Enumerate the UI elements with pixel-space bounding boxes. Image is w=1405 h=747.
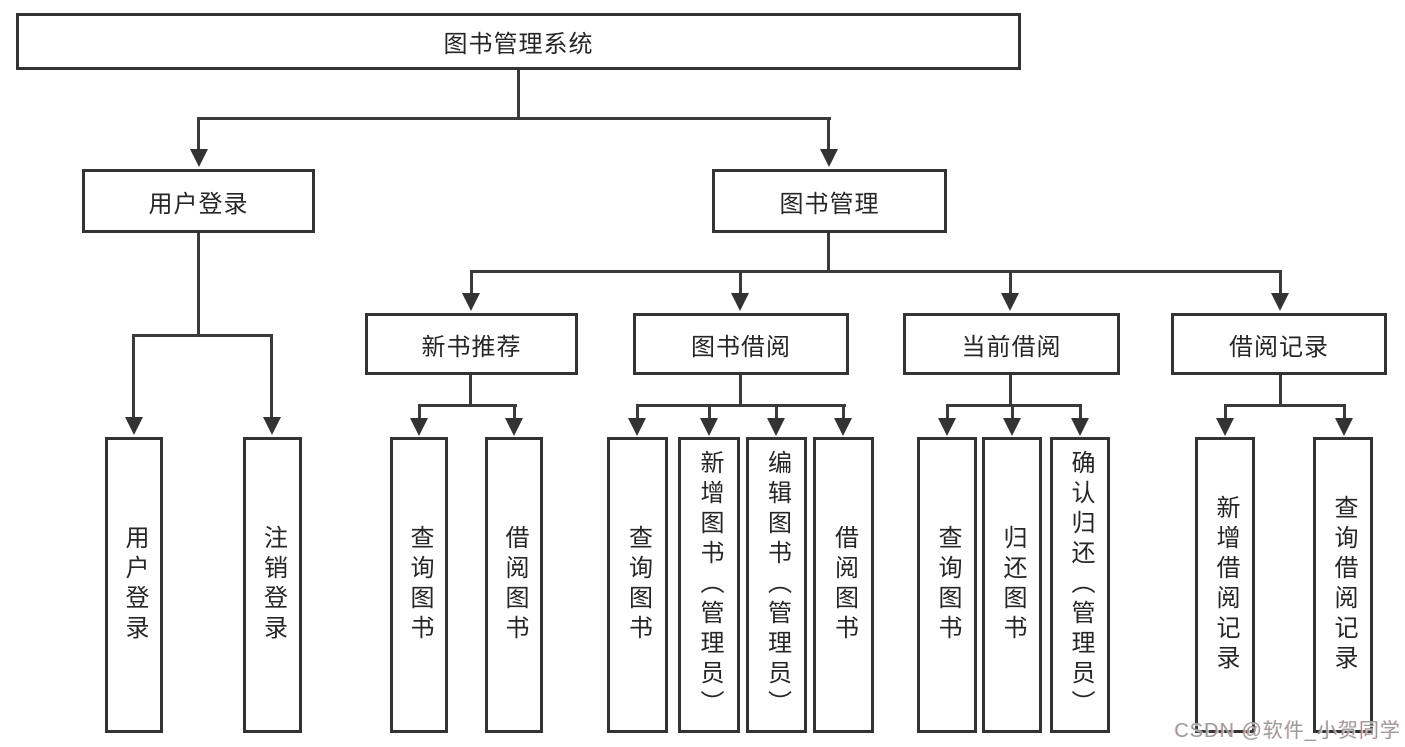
leaf-bb-borrow-books: 借阅图书 <box>813 437 874 733</box>
node-current-borrow: 当前借阅 <box>903 313 1120 375</box>
leaf-cb-confirm-return-admin: 确认归还（管理员） <box>1050 437 1110 733</box>
node-book-borrow-label: 图书借阅 <box>691 333 791 361</box>
connector-book-borrow-riser <box>739 375 742 406</box>
leaf-bb-add-books-admin: 新增图书（管理员） <box>678 437 740 733</box>
node-new-book-recommend-label: 新书推荐 <box>421 333 522 361</box>
connector-arrow-shaft-logout-leaf <box>270 334 273 419</box>
leaf-bb-edit-books-admin: 编辑图书（管理员） <box>746 437 807 733</box>
connector-arrow-shaft-nb-borrow <box>513 404 516 420</box>
leaf-nb-query-books-label: 查询图书 <box>406 525 433 645</box>
connector-root-riser <box>517 70 520 120</box>
leaf-bb-query-books: 查询图书 <box>607 437 668 733</box>
arrowhead-cb-return <box>1003 418 1021 436</box>
leaf-bb-add-books-admin-label: 新增图书（管理员） <box>696 450 723 720</box>
connector-borrow-records-branch <box>1224 404 1345 407</box>
arrowhead-borrow-records <box>1271 293 1289 311</box>
connector-arrow-shaft-new-book <box>470 270 473 295</box>
arrowhead-login-leaf <box>125 417 143 435</box>
leaf-bb-edit-books-admin-label: 编辑图书（管理员） <box>763 450 791 720</box>
leaf-bb-query-books-label: 查询图书 <box>624 525 652 645</box>
connector-user-login-branch <box>132 334 273 337</box>
node-book-management-label: 图书管理 <box>779 190 880 218</box>
csdn-watermark: CSDN @软件_小贺同学 <box>1174 720 1401 742</box>
leaf-nb-query-books: 查询图书 <box>390 437 448 733</box>
arrowhead-book-management <box>820 149 838 167</box>
leaf-logout: 注销登录 <box>243 437 302 733</box>
connector-arrow-shaft-borrow-records <box>1279 270 1282 295</box>
connector-arrow-shaft-br-add <box>1224 404 1227 420</box>
connector-level2-branch <box>197 117 831 120</box>
leaf-cb-confirm-return-admin-label: 确认归还（管理员） <box>1067 450 1094 720</box>
node-borrow-records-label: 借阅记录 <box>1229 333 1329 361</box>
connector-book-borrow-branch <box>636 404 846 407</box>
arrowhead-logout-leaf <box>263 417 281 435</box>
arrowhead-new-book <box>462 293 480 311</box>
connector-arrow-shaft-bb-add <box>708 404 711 420</box>
connector-user-login-riser <box>197 233 200 337</box>
connector-arrow-shaft-user-login <box>197 117 200 150</box>
arrowhead-bb-add <box>700 418 718 436</box>
leaf-br-query-record: 查询借阅记录 <box>1313 437 1373 733</box>
arrowhead-book-borrow <box>731 293 749 311</box>
leaf-nb-borrow-books-label: 借阅图书 <box>501 525 528 645</box>
connector-arrow-shaft-nb-query <box>418 404 421 420</box>
arrowhead-cb-query <box>938 418 956 436</box>
connector-new-book-branch <box>418 404 517 407</box>
connector-arrow-shaft-book-borrow <box>739 270 742 295</box>
arrowhead-bb-query <box>628 418 646 436</box>
connector-borrow-records-riser <box>1279 375 1282 406</box>
leaf-nb-borrow-books: 借阅图书 <box>485 437 543 733</box>
node-current-borrow-label: 当前借阅 <box>961 333 1062 361</box>
leaf-br-query-record-label: 查询借阅记录 <box>1330 495 1357 675</box>
arrowhead-bb-borrow <box>834 418 852 436</box>
connector-arrow-shaft-bb-query <box>636 404 639 420</box>
leaf-user-login-label: 用户登录 <box>121 525 148 645</box>
node-new-book-recommend: 新书推荐 <box>365 313 578 375</box>
node-user-login: 用户登录 <box>82 169 315 233</box>
connector-book-management-riser <box>827 233 830 273</box>
connector-arrow-shaft-bb-edit <box>775 404 778 420</box>
node-root-library-management-system: 图书管理系统 <box>16 13 1021 70</box>
leaf-br-add-record: 新增借阅记录 <box>1195 437 1255 733</box>
leaf-user-login: 用户登录 <box>105 437 163 733</box>
arrowhead-br-query <box>1335 418 1353 436</box>
connector-current-borrow-riser <box>1009 375 1012 406</box>
connector-current-borrow-branch <box>946 404 1082 407</box>
connector-arrow-shaft-cb-return <box>1011 404 1014 420</box>
connector-new-book-riser <box>469 375 472 406</box>
node-root-label: 图书管理系统 <box>443 31 594 58</box>
leaf-cb-return-books-label: 归还图书 <box>999 525 1026 645</box>
connector-arrow-shaft-cb-query <box>946 404 949 420</box>
connector-arrow-shaft-bb-borrow <box>842 404 845 420</box>
connector-arrow-shaft-login-leaf <box>132 334 135 419</box>
leaf-bb-borrow-books-label: 借阅图书 <box>830 525 858 645</box>
node-user-login-label: 用户登录 <box>148 190 249 218</box>
connector-level3-branch <box>470 270 1281 273</box>
leaf-br-add-record-label: 新增借阅记录 <box>1212 495 1239 675</box>
arrowhead-current-borrow <box>1001 293 1019 311</box>
leaf-logout-label: 注销登录 <box>259 525 287 645</box>
connector-arrow-shaft-cb-confirm <box>1079 404 1082 420</box>
arrowhead-nb-query <box>410 418 428 436</box>
arrowhead-nb-borrow <box>505 418 523 436</box>
arrowhead-user-login <box>190 149 208 167</box>
arrowhead-cb-confirm <box>1071 418 1089 436</box>
arrowhead-bb-edit <box>767 418 785 436</box>
connector-arrow-shaft-book-management <box>827 117 830 150</box>
leaf-cb-query-books: 查询图书 <box>917 437 977 733</box>
arrowhead-br-add <box>1216 418 1234 436</box>
connector-arrow-shaft-br-query <box>1343 404 1346 420</box>
node-book-management: 图书管理 <box>712 169 947 233</box>
leaf-cb-query-books-label: 查询图书 <box>934 525 961 645</box>
node-book-borrow: 图书借阅 <box>633 313 849 375</box>
node-borrow-records: 借阅记录 <box>1171 313 1387 375</box>
leaf-cb-return-books: 归还图书 <box>982 437 1042 733</box>
connector-arrow-shaft-current-borrow <box>1009 270 1012 295</box>
